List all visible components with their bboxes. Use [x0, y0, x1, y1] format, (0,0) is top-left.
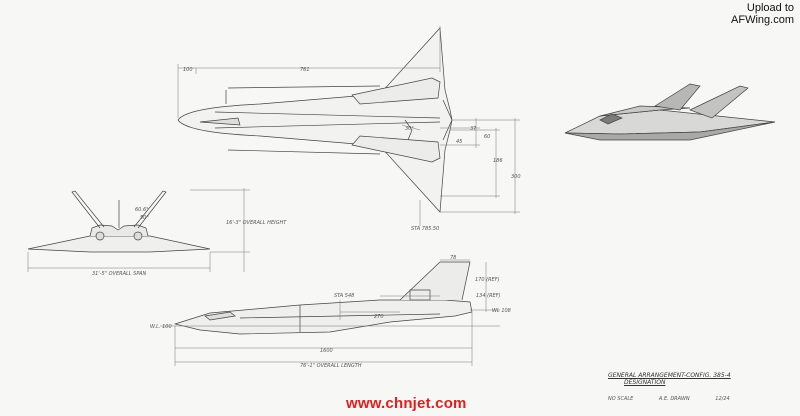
plan-view: [177, 27, 453, 213]
upload-watermark: Upload to AFWing.com: [704, 2, 794, 26]
side-dim-tail2: 170 (REF): [475, 277, 500, 283]
side-waterline-108: WL 108: [492, 308, 511, 314]
side-dim-1600: 1600: [320, 348, 333, 354]
plan-dim-small-3: 186: [493, 158, 503, 164]
site-watermark: www.chnjet.com: [346, 395, 467, 412]
side-view: [173, 261, 473, 335]
overall-length-label: 76'-1" OVERALL LENGTH: [300, 363, 362, 369]
side-dim-tail: 78: [450, 255, 456, 261]
front-dim-angle: 60.6°: [135, 207, 149, 213]
title-line2: DESIGNATION: [624, 379, 666, 386]
front-view: [27, 190, 211, 253]
title-meta: NO SCALE A.E. DRAWN 12/24: [608, 396, 758, 402]
title-scale: NO SCALE: [608, 396, 634, 402]
upload-line2: AFWing.com: [731, 14, 794, 26]
front-dimension-lines: [27, 188, 250, 272]
plan-dimension-lines: [177, 26, 520, 226]
plan-dim-small-1: 37: [470, 126, 477, 132]
plan-dim-left: 100: [183, 67, 193, 73]
plan-dim-top: 761: [300, 67, 310, 73]
perspective-view: [564, 83, 776, 141]
title-date: 12/24: [715, 396, 730, 402]
plan-dim-small-6: 30°: [405, 126, 414, 132]
title-line1: GENERAL ARRANGEMENT-CONFIG. 385-4: [608, 372, 731, 379]
plan-dim-small-4: 300: [511, 174, 521, 180]
title-drawn: A.E. DRAWN: [658, 396, 690, 402]
title-block: GENERAL ARRANGEMENT-CONFIG. 385-4 DESIGN…: [608, 372, 758, 402]
plan-dim-small-5: 45: [456, 139, 462, 145]
side-dim-tail3: 134 (REF): [476, 293, 501, 299]
overall-height-label: 16'-3" OVERALL HEIGHT: [226, 220, 287, 226]
front-dim-angle2: 50°: [140, 215, 149, 221]
side-station-label: STA 548: [334, 293, 354, 299]
plan-station-label: STA 785.50: [411, 226, 439, 232]
plan-dim-small-2: 60: [484, 134, 490, 140]
side-dim-270: 270: [374, 314, 384, 320]
side-waterline-label: W.L. 100: [150, 324, 172, 330]
overall-span-label: 31'-5" OVERALL SPAN: [92, 271, 147, 277]
upload-line1: Upload to: [746, 2, 794, 14]
side-dimension-lines: [160, 259, 500, 366]
